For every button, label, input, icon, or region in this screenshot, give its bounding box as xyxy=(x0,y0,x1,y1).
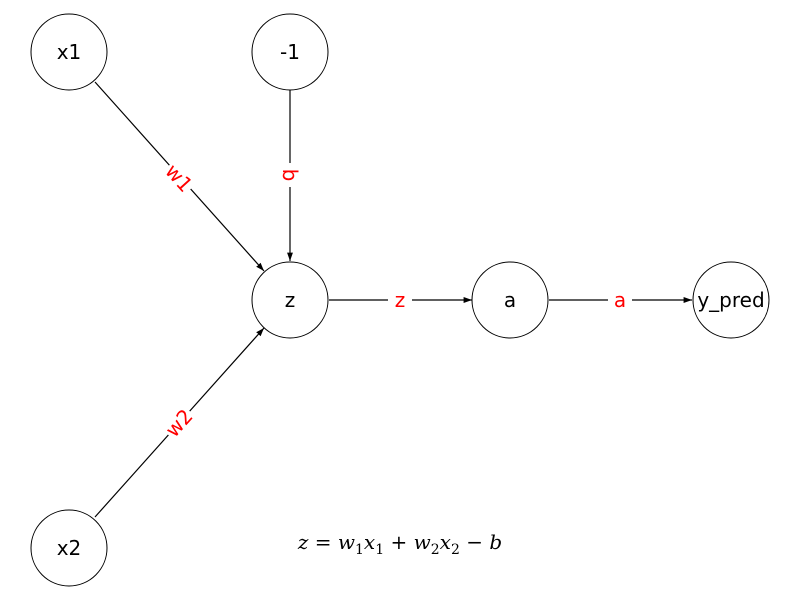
node-x2-label: x2 xyxy=(57,536,82,560)
node-x2: x2 xyxy=(30,509,108,587)
node-a: a xyxy=(471,261,549,339)
formula-x1: x xyxy=(364,530,375,554)
edge-label-b: b xyxy=(278,163,302,187)
node-y-pred-label: y_pred xyxy=(697,288,764,312)
node-x1-label: x1 xyxy=(57,40,82,64)
node-bias: -1 xyxy=(251,13,329,91)
node-bias-label: -1 xyxy=(280,40,300,64)
formula-equals: = xyxy=(308,530,337,554)
edge-label-z-text: z xyxy=(395,288,406,312)
formula-minus: − xyxy=(460,530,489,554)
edge-label-w2: w2 xyxy=(159,403,199,443)
formula-b: b xyxy=(489,530,502,554)
edge-label-b-text: b xyxy=(278,169,302,182)
formula-w1: w xyxy=(338,530,355,554)
edge-label-z: z xyxy=(388,288,412,312)
node-z: z xyxy=(251,261,329,339)
formula-w2-sub: 2 xyxy=(431,542,440,558)
formula-x1-sub: 1 xyxy=(375,542,384,558)
formula-x2-sub: 2 xyxy=(451,542,460,558)
formula-z: z xyxy=(297,530,309,554)
edge-label-a: a xyxy=(608,288,632,312)
edge-label-w2-text: w2 xyxy=(160,404,197,442)
formula-x2: x xyxy=(440,530,451,554)
formula-plus: + xyxy=(384,530,413,554)
node-y-pred: y_pred xyxy=(692,261,770,339)
node-z-label: z xyxy=(285,288,296,312)
nodes: x1 -1 x2 z a y_pred xyxy=(30,13,770,587)
edge-label-a-text: a xyxy=(614,288,626,312)
formula-w1-sub: 1 xyxy=(355,542,364,558)
formula-w2: w xyxy=(414,530,431,554)
node-a-label: a xyxy=(504,288,516,312)
node-x1: x1 xyxy=(30,13,108,91)
formula: z = w1x1 + w2x2 − b xyxy=(297,530,502,558)
